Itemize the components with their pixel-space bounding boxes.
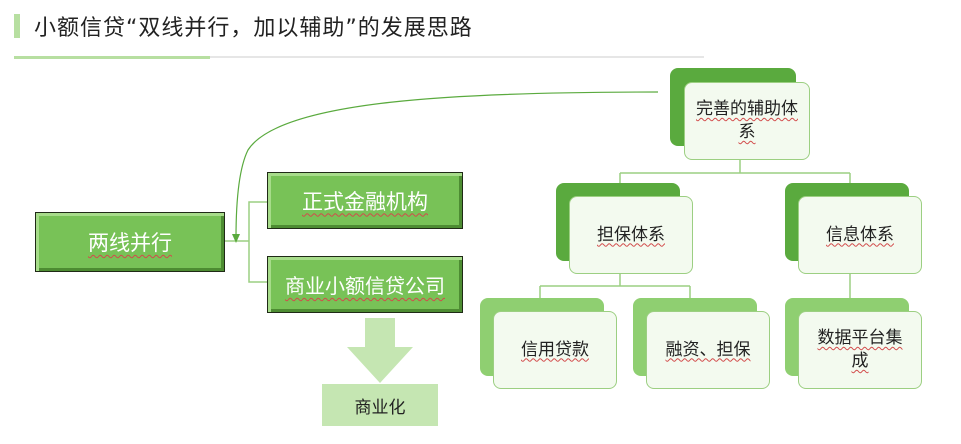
data-platform-label: 数据平台集成 bbox=[817, 328, 903, 371]
connector-guarantee-to-children bbox=[539, 272, 691, 300]
formal-finance-box: 正式金融机构 bbox=[267, 172, 463, 229]
credit-loan-label: 信用贷款 bbox=[521, 339, 589, 360]
feedback-arrow bbox=[235, 91, 659, 239]
financing-guarantee-node: 融资、担保 bbox=[633, 298, 773, 392]
credit-loan-card: 信用贷款 bbox=[493, 311, 617, 389]
financing-guarantee-card: 融资、担保 bbox=[646, 311, 770, 389]
commercial-lender-box: 商业小额信贷公司 bbox=[267, 256, 463, 313]
guarantee-label: 担保体系 bbox=[597, 224, 665, 245]
tree-root-label: 完善的辅助体系 bbox=[696, 99, 798, 142]
financing-guarantee-label: 融资、担保 bbox=[665, 339, 751, 360]
info-card: 信息体系 bbox=[798, 196, 922, 274]
feedback-arrowhead bbox=[232, 234, 240, 243]
formal-finance-label: 正式金融机构 bbox=[302, 189, 428, 214]
data-platform-node: 数据平台集成 bbox=[785, 298, 925, 392]
commercial-lender-label: 商业小额信贷公司 bbox=[285, 274, 445, 298]
dual-track-label: 两线并行 bbox=[88, 231, 172, 255]
info-label: 信息体系 bbox=[826, 224, 894, 245]
title-underline bbox=[14, 56, 704, 58]
guarantee-node: 担保体系 bbox=[556, 183, 696, 277]
title-underline-accent bbox=[14, 56, 210, 59]
dual-track-box: 两线并行 bbox=[35, 212, 225, 272]
credit-loan-node: 信用贷款 bbox=[480, 298, 620, 392]
tree-root-node: 完善的辅助体系 bbox=[670, 68, 812, 162]
data-platform-card: 数据平台集成 bbox=[798, 311, 922, 389]
down-arrow-shaft bbox=[365, 318, 395, 348]
connector-main-to-branches bbox=[224, 201, 268, 283]
connector-root-to-level1 bbox=[619, 158, 851, 186]
down-arrow-icon bbox=[347, 347, 413, 383]
info-node: 信息体系 bbox=[785, 183, 925, 277]
page-title: 小额信贷“双线并行，加以辅助”的发展思路 bbox=[34, 16, 473, 41]
guarantee-card: 担保体系 bbox=[569, 196, 693, 274]
title-accent-bar bbox=[14, 14, 20, 38]
tree-root-card: 完善的辅助体系 bbox=[684, 82, 810, 160]
commercialization-box: 商业化 bbox=[322, 384, 438, 426]
